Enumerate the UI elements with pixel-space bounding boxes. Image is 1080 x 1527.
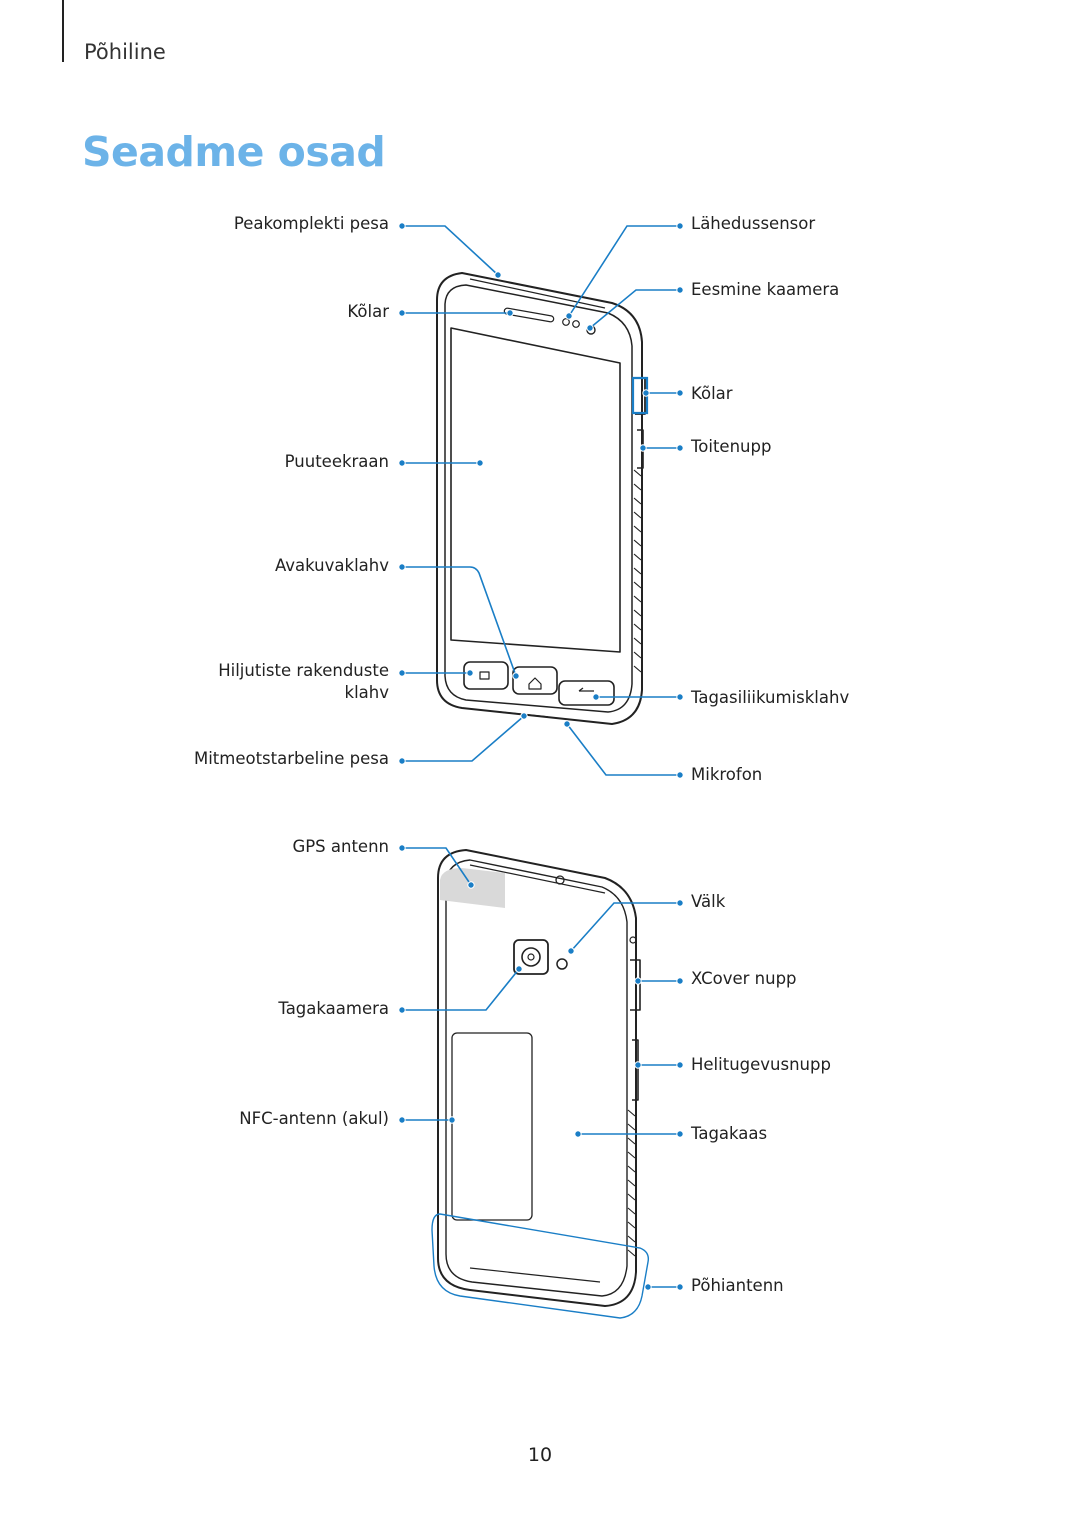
callout-rear-camera	[402, 968, 520, 1011]
front-device-illustration	[436, 272, 646, 725]
label-back-cover: Tagakaas	[691, 1124, 768, 1143]
label-earpiece-speaker: Kõlar	[347, 302, 389, 321]
label-front-camera: Eesmine kaamera	[691, 280, 840, 299]
callout-multipurpose-jack	[402, 715, 525, 762]
label-microphone: Mikrofon	[691, 765, 763, 784]
label-headset-jack: Peakomplekti pesa	[233, 214, 389, 233]
label-main-antenna: Põhiantenn	[691, 1276, 784, 1295]
label-side-speaker: Kõlar	[691, 384, 733, 403]
main-antenna-highlight	[431, 1213, 650, 1319]
callout-headset-jack	[402, 225, 499, 276]
back-device-illustration	[437, 849, 641, 1307]
label-multipurpose-jack: Mitmeotstarbeline pesa	[193, 749, 389, 768]
label-back-key: Tagasiliikumisklahv	[691, 688, 850, 707]
label-volume-key: Helitugevusnupp	[691, 1055, 831, 1074]
label-recent-apps-key-line2: klahv	[344, 683, 389, 702]
label-xcover-key: XCover nupp	[691, 969, 797, 988]
label-power-key: Toitenupp	[691, 437, 772, 456]
callout-flash	[570, 902, 680, 952]
label-touchscreen: Puuteekraan	[284, 452, 389, 471]
page-title: Seadme osad	[82, 128, 386, 176]
header-rule	[62, 0, 64, 62]
label-gps-antenna: GPS antenn	[292, 837, 389, 856]
callout-dots	[398, 222, 684, 1291]
callout-side-speaker-box	[631, 376, 649, 415]
callout-microphone	[566, 723, 680, 776]
section-title: Põhiline	[84, 40, 166, 64]
callout-home-key	[402, 566, 517, 677]
label-home-key: Avakuvaklahv	[274, 556, 389, 575]
label-flash: Välk	[691, 892, 726, 911]
callout-front-camera	[589, 289, 680, 329]
callout-proximity	[568, 225, 680, 317]
callout-gps	[402, 847, 472, 886]
label-proximity-sensor: Lähedussensor	[691, 214, 816, 233]
label-recent-apps-key-line1: Hiljutiste rakenduste	[218, 661, 389, 680]
page-number: 10	[527, 1444, 553, 1466]
label-rear-camera: Tagakaamera	[278, 999, 389, 1018]
callout-lines	[402, 225, 680, 1319]
label-nfc-antenna: NFC-antenn (akul)	[239, 1109, 389, 1128]
